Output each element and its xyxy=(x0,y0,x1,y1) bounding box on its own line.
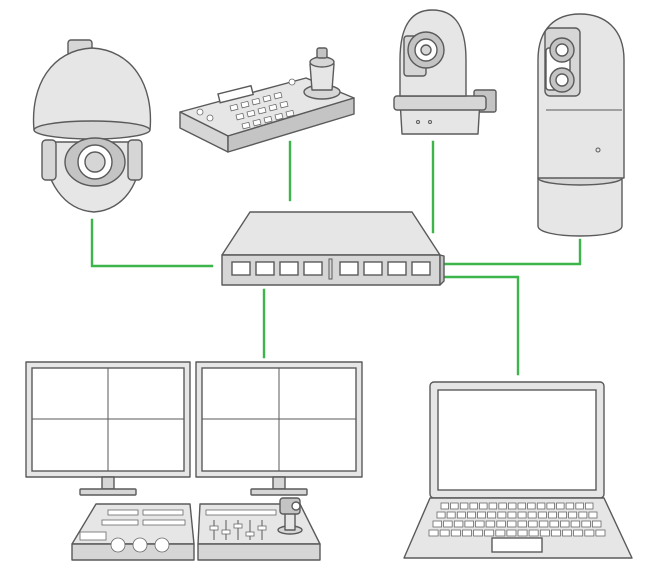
laptop-key xyxy=(436,511,446,519)
laptop-key xyxy=(506,529,517,537)
laptop-key xyxy=(565,502,575,510)
laptop-key xyxy=(459,502,469,510)
laptop-key xyxy=(584,529,595,537)
laptop-key xyxy=(488,502,498,510)
laptop-key xyxy=(477,511,487,519)
control-desk-left-icon xyxy=(71,503,195,561)
right-monitor-icon xyxy=(195,361,363,496)
thermal-positioning-camera-icon xyxy=(537,13,625,237)
laptop-key xyxy=(528,529,539,537)
laptop-key xyxy=(446,511,456,519)
laptop-key xyxy=(537,511,547,519)
laptop-key xyxy=(558,511,568,519)
control-desk-right-icon xyxy=(197,497,321,561)
laptop-key xyxy=(450,529,461,537)
laptop-key xyxy=(453,520,464,528)
laptop-key xyxy=(556,502,565,510)
link-laptop xyxy=(442,275,520,376)
laptop-key xyxy=(528,520,538,528)
laptop-key xyxy=(495,529,506,537)
laptop-key xyxy=(473,529,484,537)
laptop-key xyxy=(570,520,581,528)
laptop-key xyxy=(549,520,559,528)
connection-links xyxy=(90,140,582,376)
left-monitor-icon xyxy=(25,361,191,496)
laptop-key xyxy=(432,520,443,528)
laptop-key xyxy=(475,520,485,528)
laptop-key xyxy=(461,529,472,537)
laptop-keyboard xyxy=(428,502,606,537)
laptop-key xyxy=(527,502,536,510)
laptop-key xyxy=(548,511,557,519)
laptop-key xyxy=(497,511,507,519)
laptop-key xyxy=(484,529,495,537)
laptop-key xyxy=(469,502,478,510)
laptop-key xyxy=(498,502,507,510)
laptop-key xyxy=(546,502,555,510)
laptop-key xyxy=(443,520,453,528)
laptop-key xyxy=(588,511,598,519)
laptop-key xyxy=(585,502,594,510)
dual-monitor-control-desk-icon xyxy=(25,361,363,561)
ptz-dome-camera-icon xyxy=(32,39,152,213)
laptop-key xyxy=(485,520,496,528)
laptop-key xyxy=(507,502,517,510)
laptop-key xyxy=(496,520,506,528)
laptop-key xyxy=(466,511,476,519)
laptop-key xyxy=(527,511,537,519)
laptop-key xyxy=(575,502,584,510)
laptop-key xyxy=(487,511,497,519)
laptop-key xyxy=(440,502,449,510)
laptop-key xyxy=(479,502,488,510)
laptop-key xyxy=(517,502,526,510)
laptop-icon xyxy=(403,381,633,559)
laptop-key xyxy=(595,529,606,537)
laptop-key xyxy=(562,529,573,537)
link-positioning-camera xyxy=(442,238,582,266)
laptop-key xyxy=(456,511,466,519)
ptz-camera-icon xyxy=(393,9,497,135)
laptop-key xyxy=(568,511,578,519)
controller-keys xyxy=(196,78,296,130)
laptop-key xyxy=(450,502,459,510)
laptop-key xyxy=(560,520,570,528)
laptop-key xyxy=(439,529,450,537)
laptop-key xyxy=(507,511,517,519)
laptop-key xyxy=(573,529,584,537)
joystick-controller-icon xyxy=(179,47,355,153)
laptop-key xyxy=(538,520,549,528)
laptop-key xyxy=(464,520,474,528)
desk-joystick-icon xyxy=(277,497,303,535)
laptop-key xyxy=(592,520,602,528)
link-dome-camera xyxy=(90,218,214,268)
laptop-key xyxy=(506,520,517,528)
laptop-key xyxy=(539,529,550,537)
laptop-key xyxy=(517,520,528,528)
laptop-key xyxy=(517,511,527,519)
laptop-key xyxy=(536,502,546,510)
network-switch-icon xyxy=(221,211,445,286)
switch-ports xyxy=(231,258,431,280)
laptop-key xyxy=(578,511,588,519)
laptop-key xyxy=(551,529,561,537)
laptop-key xyxy=(581,520,591,528)
joystick-icon xyxy=(303,47,341,100)
laptop-key xyxy=(517,529,528,537)
laptop-key xyxy=(428,529,439,537)
